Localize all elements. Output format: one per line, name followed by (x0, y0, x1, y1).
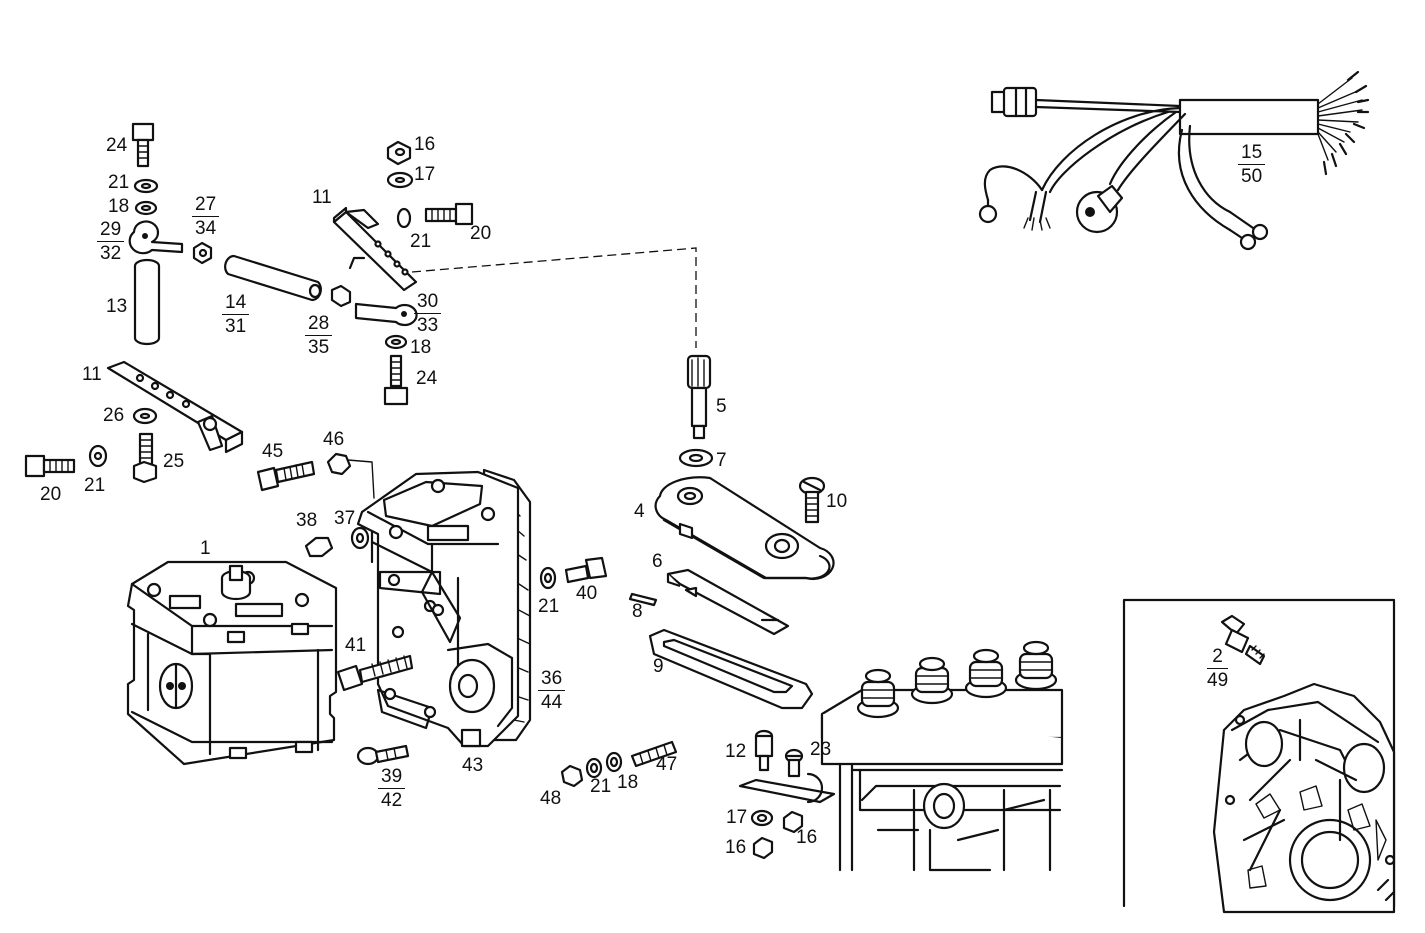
label-part-18-mid: 18 (410, 337, 432, 358)
label-part-38: 38 (296, 510, 318, 531)
label-part-21-mid: 21 (538, 596, 560, 617)
label-part-6: 6 (652, 551, 663, 572)
label-part-16-bottom: 16 (725, 837, 747, 858)
label-part-41: 41 (345, 635, 367, 656)
label-part-21-bottom: 21 (590, 776, 612, 797)
fraction-numerator: 14 (222, 292, 250, 315)
label-part-16-right: 16 (796, 827, 818, 848)
label-part-21-left: 21 (108, 172, 130, 193)
engine-block (738, 640, 1064, 872)
label-part-15-50: 15 50 (1238, 142, 1266, 187)
label-part-39-42: 39 42 (378, 766, 406, 811)
label-part-13: 13 (106, 296, 128, 317)
label-part-28-35: 28 35 (305, 313, 333, 358)
label-part-47: 47 (656, 754, 678, 775)
label-part-2-49: 2 49 (1207, 646, 1229, 691)
fraction-numerator: 28 (305, 313, 333, 336)
label-part-9: 9 (653, 656, 664, 677)
label-part-7: 7 (716, 450, 727, 471)
fraction-denominator: 34 (195, 218, 217, 239)
wiring-harness (978, 70, 1370, 251)
fraction-denominator: 42 (381, 790, 403, 811)
label-part-18-left: 18 (108, 196, 130, 217)
label-part-18-bottom: 18 (617, 772, 639, 793)
inset-view (1122, 598, 1396, 914)
label-part-40: 40 (576, 583, 598, 604)
label-part-17-top: 17 (414, 164, 436, 185)
label-part-5: 5 (716, 396, 727, 417)
dashed-leader (411, 247, 697, 348)
fraction-denominator: 50 (1241, 166, 1263, 187)
label-part-1: 1 (200, 538, 211, 559)
fraction-denominator: 33 (417, 315, 439, 336)
label-part-30-33: 30 33 (414, 291, 442, 336)
label-part-27-34: 27 34 (192, 194, 220, 239)
label-part-11-lower: 11 (82, 364, 102, 385)
label-part-14-31: 14 31 (222, 292, 250, 337)
label-part-4: 4 (634, 501, 645, 522)
label-part-25: 25 (163, 451, 185, 472)
label-part-26: 26 (103, 405, 125, 426)
fraction-denominator: 35 (308, 337, 330, 358)
label-part-36-44: 36 44 (538, 668, 566, 713)
fraction-numerator: 39 (378, 766, 406, 789)
label-part-17-bottom: 17 (726, 807, 748, 828)
fraction-numerator: 2 (1207, 646, 1229, 669)
label-part-24-top: 24 (106, 135, 128, 156)
label-part-46: 46 (323, 429, 345, 450)
label-part-10: 10 (826, 491, 848, 512)
fraction-denominator: 32 (100, 243, 122, 264)
fraction-numerator: 29 (97, 219, 125, 242)
cover-plate-assembly (628, 354, 835, 710)
fraction-numerator: 15 (1238, 142, 1266, 165)
label-part-11-upper: 11 (312, 187, 332, 208)
label-part-21-top: 21 (410, 231, 432, 252)
label-part-20-left: 20 (40, 484, 62, 505)
label-part-20-top: 20 (470, 223, 492, 244)
label-part-21-lower: 21 (84, 475, 106, 496)
pump-body (126, 560, 338, 766)
fraction-denominator: 49 (1207, 670, 1229, 691)
label-part-24-lower: 24 (416, 368, 438, 389)
fraction-numerator: 36 (538, 668, 566, 691)
linkage-parts (24, 122, 474, 499)
label-part-29-32: 29 32 (97, 219, 125, 264)
label-part-8: 8 (632, 601, 643, 622)
label-part-12: 12 (725, 741, 747, 762)
label-part-37: 37 (334, 508, 356, 529)
housing-assembly (304, 468, 678, 788)
label-part-43: 43 (462, 755, 484, 776)
label-part-48: 48 (540, 788, 562, 809)
fraction-numerator: 27 (192, 194, 220, 217)
label-part-16-top: 16 (414, 134, 436, 155)
label-part-45: 45 (262, 441, 284, 462)
fraction-numerator: 30 (414, 291, 442, 314)
label-part-23: 23 (810, 739, 832, 760)
fraction-denominator: 44 (541, 692, 563, 713)
fraction-denominator: 31 (225, 316, 247, 337)
